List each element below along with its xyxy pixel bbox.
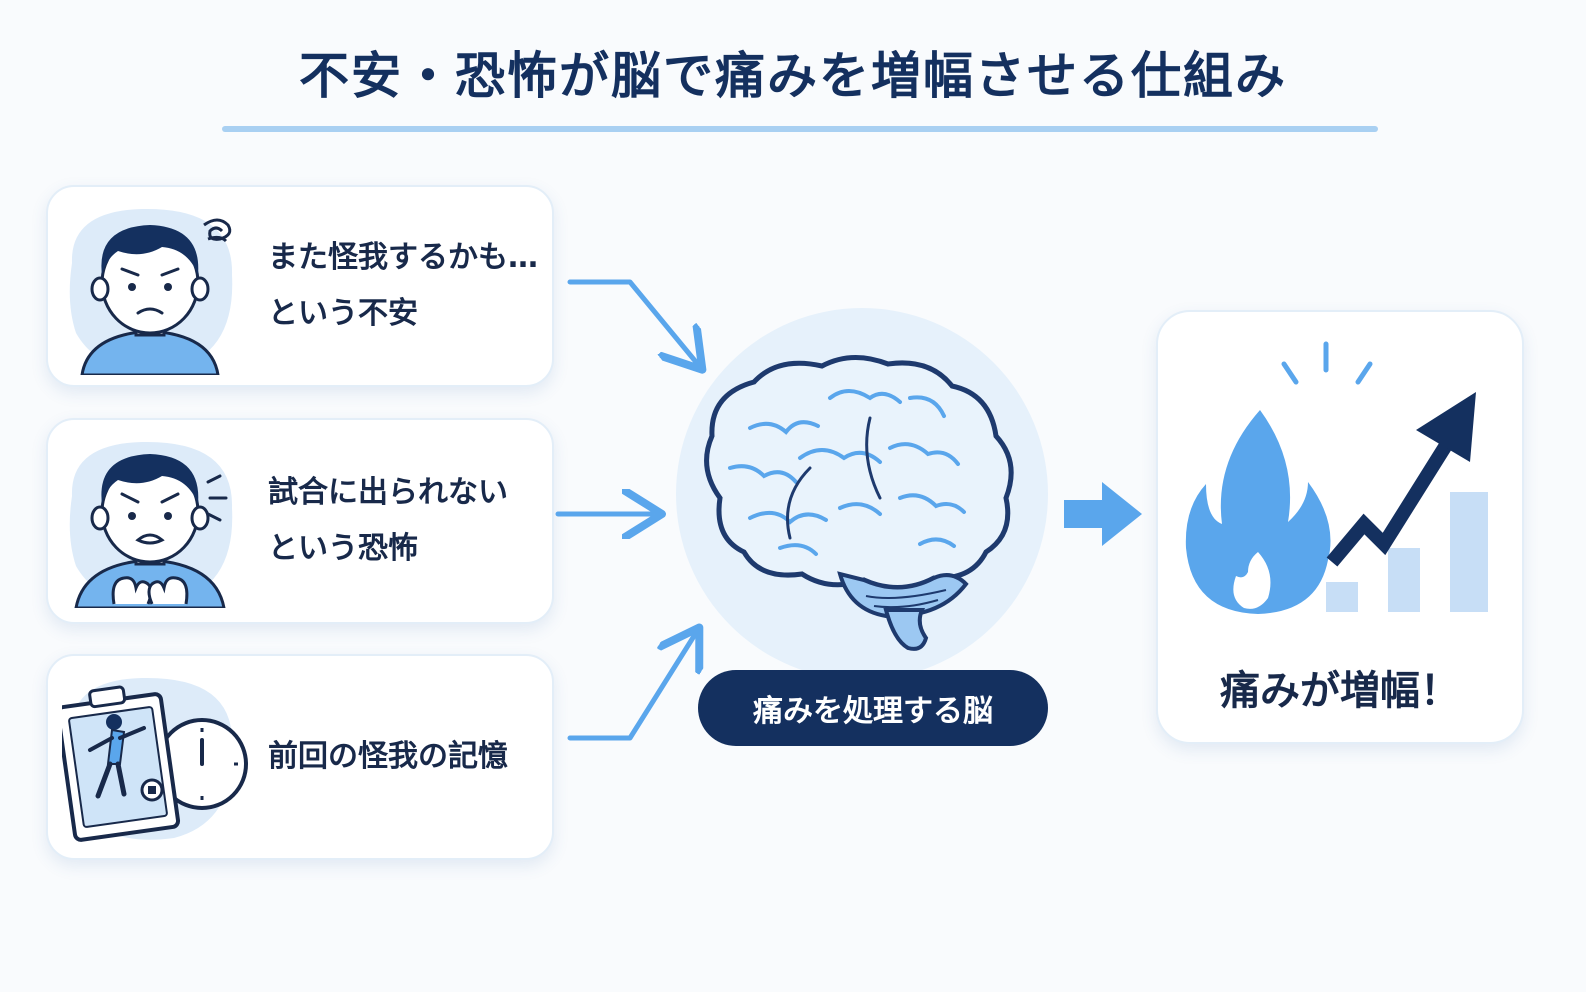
cause-card-fear: 試合に出られない という恐怖	[46, 418, 554, 624]
bar-chart-icon	[1326, 492, 1488, 612]
scared-boy-icon	[62, 436, 238, 610]
cause-line-2: という恐怖	[268, 531, 418, 566]
cause-text-memory: 前回の怪我の記憶	[268, 656, 508, 858]
brain-label: 痛みを処理する脳	[698, 670, 1048, 746]
worried-boy-icon	[62, 203, 238, 377]
page-title: 不安・恐怖が脳で痛みを増幅させる仕組み	[299, 47, 1287, 105]
cause-line-1: また怪我するかも…	[268, 240, 538, 275]
cause-line-1: 前回の怪我の記憶	[268, 739, 508, 774]
arrow-anxiety-to-brain	[567, 279, 696, 362]
title-underline	[222, 126, 1378, 132]
arrow-memory-to-brain	[567, 636, 694, 741]
result-card: 痛みが増幅！	[1156, 310, 1524, 744]
cause-card-anxiety: また怪我するかも… という不安	[46, 185, 554, 387]
cause-text-anxiety: また怪我するかも… という不安	[268, 187, 538, 385]
result-label: 痛みが増幅！	[1220, 668, 1460, 714]
flame-icon	[1185, 410, 1331, 614]
cause-text-fear: 試合に出られない という恐怖	[268, 420, 508, 622]
cause-line-1: 試合に出られない	[268, 475, 508, 510]
rising-arrow-icon	[1326, 438, 1454, 567]
pain-amplified-icon	[1185, 341, 1488, 614]
cause-line-2: という不安	[268, 296, 418, 331]
arrow-brain-to-result	[1064, 482, 1142, 546]
injury-memory-icon	[55, 672, 248, 844]
cause-card-memory: 前回の怪我の記憶	[46, 654, 554, 860]
brain-icon	[704, 354, 1014, 651]
clipboard-icon	[55, 685, 181, 842]
